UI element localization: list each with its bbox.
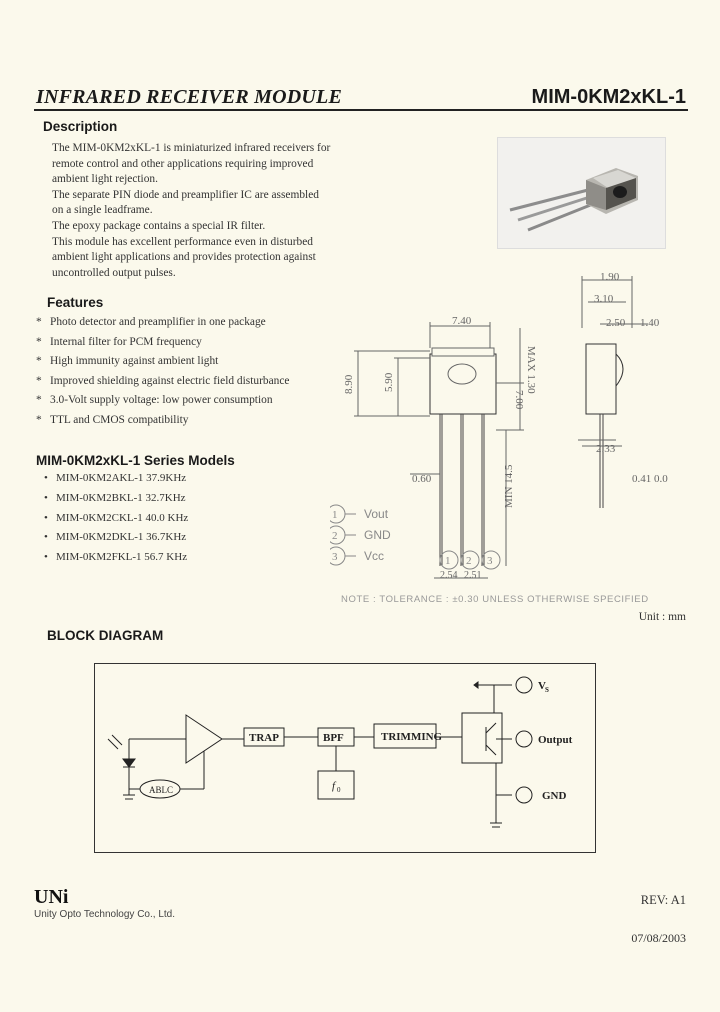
dim-side-a: 2.50 (606, 317, 626, 329)
description-line: ambient light rejection. (52, 173, 158, 186)
mechanical-drawing: 7.40 MAX 1.30 8.90 5.90 7.00 MIN 14.5 0.… (330, 271, 668, 581)
feature-text: Internal filter for PCM frequency (50, 335, 202, 348)
dim-side-b: 1.40 (640, 317, 660, 329)
f0-subscript: 0 (337, 786, 341, 794)
description-heading: Description (43, 119, 118, 134)
feature-item: *3.0-Volt supply voltage: low power cons… (36, 394, 273, 407)
dim-lead-gap: 0.60 (412, 473, 432, 485)
vs-terminal: V (538, 680, 546, 692)
company-logo: UNi (34, 885, 76, 912)
model-item: •MIM-0KM2FKL-1 56.7 KHz (44, 551, 188, 564)
document-date: 07/08/2003 (631, 931, 686, 945)
model-item: •MIM-0KM2DKL-1 36.7KHz (44, 531, 187, 544)
document-title: INFRARED RECEIVER MODULE (36, 86, 343, 108)
model-text: MIM-0KM2AKL-1 37.9KHz (56, 472, 187, 484)
lead-number: 2 (466, 555, 472, 567)
pin-number: 2 (332, 530, 338, 542)
description-line: The separate PIN diode and preamplifier … (52, 188, 319, 201)
description-line: The MIM-0KM2xKL-1 is miniaturized infrar… (52, 142, 331, 154)
lead-number: 3 (487, 555, 493, 567)
model-text: MIM-0KM2DKL-1 36.7KHz (56, 531, 187, 544)
pin-number: 3 (332, 551, 338, 563)
unit-label: Unit : mm (638, 611, 686, 623)
dim-left-height: 8.90 (343, 374, 355, 394)
feature-item: *Internal filter for PCM frequency (36, 335, 202, 348)
description-line: This module has excellent performance ev… (52, 235, 313, 248)
dim-side-body: 3.10 (594, 293, 614, 305)
revision: REV: A1 (640, 893, 686, 907)
feature-item: *Improved shielding against electric fie… (36, 374, 290, 387)
block-diagram: TRAP BPF TRIMMING ABLC f 0 V S Output GN… (94, 663, 596, 853)
pin-label: GND (364, 528, 391, 542)
trimming-block: TRIMMING (381, 731, 443, 743)
description-line: ambient light applications and provides … (52, 251, 316, 264)
dim-side-lead: 2.33 (596, 443, 616, 455)
vs-subscript: S (545, 686, 549, 694)
feature-text: Photo detector and preamplifier in one p… (50, 316, 266, 328)
block-diagram-heading: BLOCK DIAGRAM (47, 628, 164, 643)
pin-label: Vout (364, 507, 389, 521)
title-rule (34, 109, 688, 111)
company-name: Unity Opto Technology Co., Ltd. (34, 909, 176, 920)
model-text: MIM-0KM2FKL-1 56.7 KHz (56, 551, 188, 564)
f0-block: f (332, 780, 337, 792)
dim-side-lead-width: 0.41 0.0 (632, 473, 668, 485)
pin-legend: 1 2 3 Vout GND Vcc (330, 504, 391, 566)
logo-text: UNi (34, 886, 69, 907)
dim-top-width: 7.40 (452, 315, 472, 327)
trap-block: TRAP (249, 732, 279, 744)
feature-item: *Photo detector and preamplifier in one … (36, 316, 266, 328)
model-item: •MIM-0KM2CKL-1 40.0 KHz (44, 511, 189, 524)
dim-lead-length: MIN 14.5 (503, 464, 515, 508)
ablc-block: ABLC (149, 785, 173, 795)
description-line: remote control and other applications re… (52, 157, 314, 170)
model-text: MIM-0KM2BKL-1 32.7KHz (56, 491, 186, 504)
output-terminal: Output (538, 734, 573, 746)
model-text: MIM-0KM2CKL-1 40.0 KHz (56, 511, 189, 524)
features-list: *Photo detector and preamplifier in one … (36, 316, 289, 434)
tolerance-note: NOTE : TOLERANCE : ±0.30 UNLESS OTHERWIS… (341, 594, 649, 605)
models-list: •MIM-0KM2AKL-1 37.9KHz •MIM-0KM2BKL-1 32… (44, 472, 188, 571)
description-line: uncontrolled output pulses. (52, 266, 176, 279)
model-item: •MIM-0KM2BKL-1 32.7KHz (44, 491, 186, 504)
description-line: on a single leadframe. (52, 204, 153, 217)
feature-text: Improved shielding against electric fiel… (50, 374, 290, 387)
dim-lower-height: 7.00 (513, 390, 525, 410)
description-text: The MIM-0KM2xKL-1 is miniaturized infrar… (52, 141, 362, 281)
gnd-terminal: GND (542, 790, 567, 802)
feature-text: TTL and CMOS compatibility (50, 413, 189, 426)
bpf-block: BPF (323, 732, 344, 744)
model-item: •MIM-0KM2AKL-1 37.9KHz (44, 472, 187, 484)
part-number: MIM-0KM2xKL-1 (531, 86, 686, 108)
dim-pitch-right: 2.51 (464, 570, 482, 581)
dim-side-top: 1.90 (600, 271, 620, 283)
description-line: The epoxy package contains a special IR … (52, 219, 266, 232)
pin-number: 1 (332, 509, 338, 521)
product-photo (497, 137, 666, 249)
dim-pitch-left: 2.54 (440, 570, 458, 581)
models-heading: MIM-0KM2xKL-1 Series Models (36, 453, 235, 468)
feature-text: High immunity against ambient light (50, 355, 219, 368)
feature-text: 3.0-Volt supply voltage: low power consu… (50, 394, 273, 407)
lead-number: 1 (445, 555, 451, 567)
dim-inner-height: 5.90 (383, 372, 395, 392)
feature-item: *High immunity against ambient light (36, 355, 219, 368)
dim-max-width: MAX 1.30 (525, 346, 537, 394)
feature-item: *TTL and CMOS compatibility (36, 413, 189, 426)
features-heading: Features (47, 295, 104, 310)
pin-label: Vcc (364, 549, 384, 563)
